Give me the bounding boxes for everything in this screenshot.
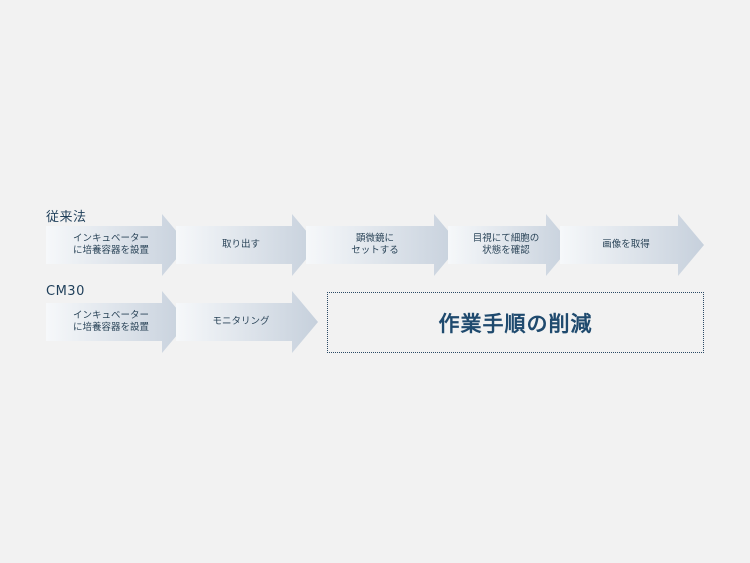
- step-visual-check: 目視にて細胞の 状態を確認: [472, 233, 540, 256]
- arrow-step: [560, 214, 704, 276]
- arrow-step: [176, 291, 318, 353]
- arrow-step: [306, 214, 460, 276]
- arrow-step: [176, 214, 318, 276]
- step-take-out: 取り出す: [221, 239, 261, 250]
- row-label-cm30: CM30: [46, 284, 85, 299]
- arrow-step: [46, 291, 188, 353]
- step-monitoring: モニタリング: [212, 316, 270, 327]
- step-place-container-cm30: インキュベーター に培養容器を設置: [72, 310, 150, 333]
- row-label-conventional: 従来法: [46, 210, 87, 225]
- arrow-step: [448, 214, 572, 276]
- emphasis-text: 作業手順の削減: [438, 311, 593, 336]
- step-set-microscope: 顕微鏡に セットする: [351, 233, 399, 256]
- arrow-step: [46, 214, 188, 276]
- step-place-container: インキュベーター に培養容器を設置: [72, 233, 150, 256]
- emphasis-box: 作業手順の削減: [327, 292, 704, 353]
- step-acquire-image: 画像を取得: [602, 239, 650, 250]
